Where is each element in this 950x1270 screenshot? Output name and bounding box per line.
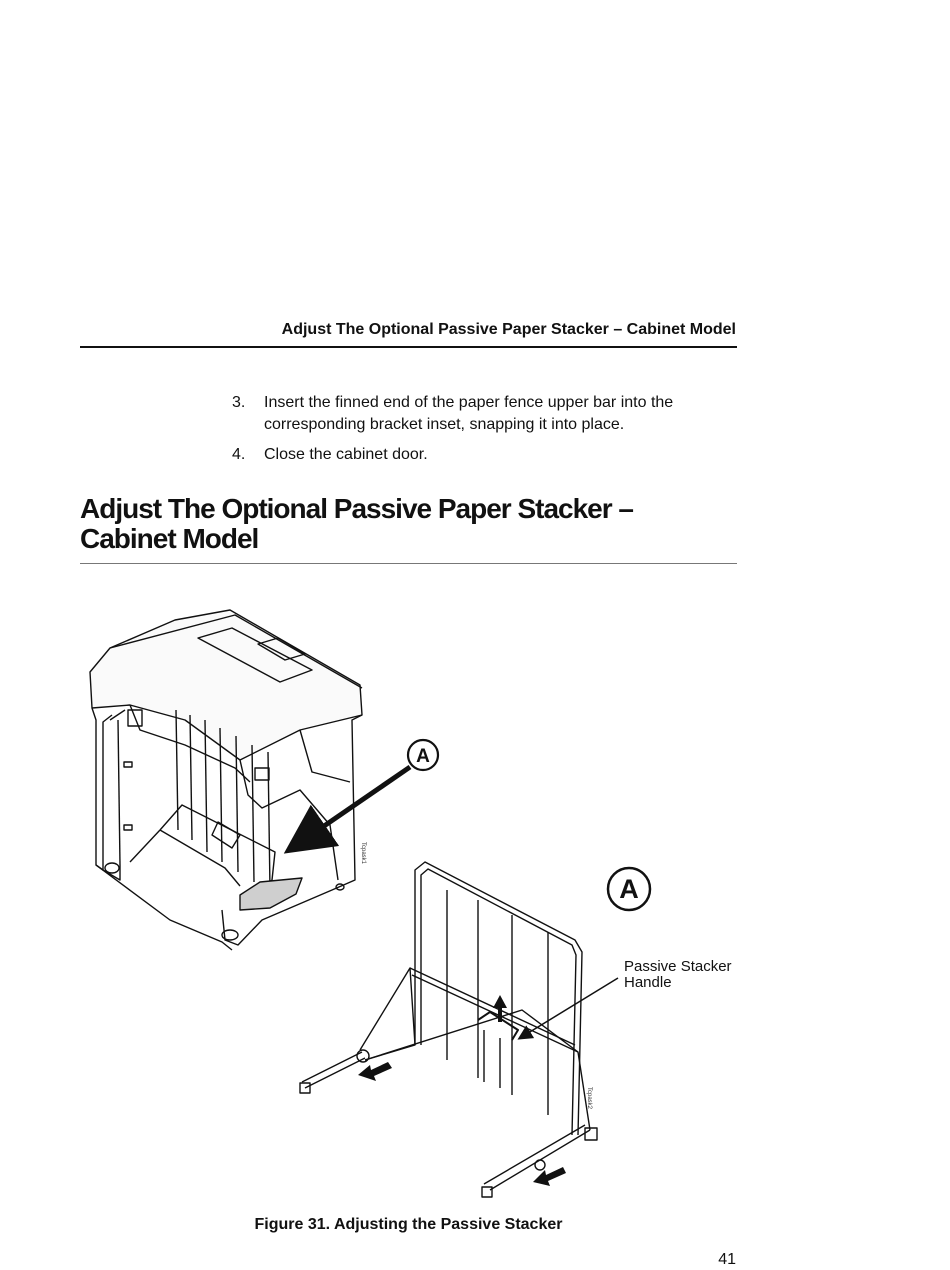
handle-label-line-1: Passive Stacker: [624, 958, 732, 975]
callout-a-cabinet: A: [283, 738, 440, 854]
section-rule: [80, 563, 737, 564]
page-number: 41: [718, 1251, 736, 1268]
section-title-line-1: Adjust The Optional Passive Paper Stacke…: [80, 493, 634, 524]
list-item: 3. Insert the finned end of the paper fe…: [232, 392, 752, 436]
list-item: 4. Close the cabinet door.: [232, 444, 752, 466]
figure-illustration: Tcpask1 A: [89, 609, 732, 1198]
passive-stacker-illustration: [299, 861, 598, 1198]
section-title: Adjust The Optional Passive Paper Stacke…: [80, 494, 720, 554]
callout-letter: A: [416, 746, 430, 767]
step-number: 3.: [232, 394, 246, 411]
arrow-icon: [283, 764, 412, 854]
header-rule: [80, 346, 737, 348]
handle-label: Passive Stacker Handle: [517, 958, 732, 1040]
step-number: 4.: [232, 446, 246, 463]
callout-a-stacker: A: [606, 866, 652, 912]
printer-cabinet-illustration: [89, 609, 363, 951]
running-header: Adjust The Optional Passive Paper Stacke…: [281, 321, 736, 338]
arrow-icon: [358, 995, 566, 1186]
figure-caption: Figure 31. Adjusting the Passive Stacker: [254, 1216, 563, 1233]
step-list: 3. Insert the finned end of the paper fe…: [232, 392, 752, 474]
art-id-2: Tcpask2: [586, 1087, 592, 1110]
step-text: Close the cabinet door.: [264, 446, 428, 463]
callout-letter: A: [619, 874, 639, 904]
handle-label-line-2: Handle: [624, 974, 672, 991]
section-title-line-2: Cabinet Model: [80, 523, 259, 554]
art-id-1: Tcpask1: [360, 842, 366, 865]
step-text: Insert the finned end of the paper fence…: [264, 394, 674, 433]
